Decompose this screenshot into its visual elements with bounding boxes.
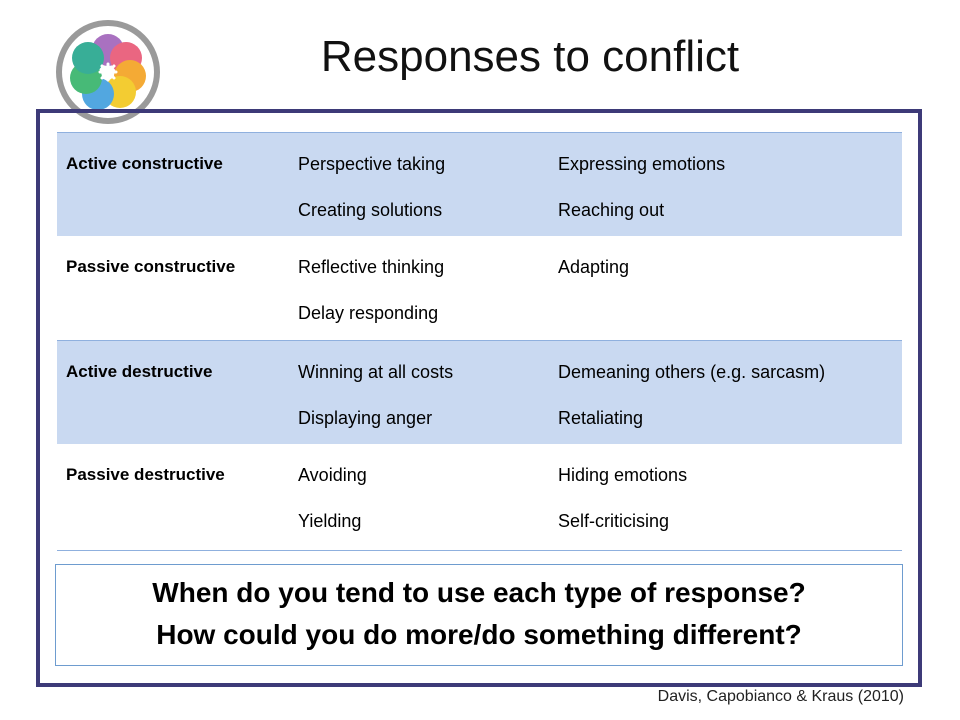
table-cell: Displaying anger — [298, 408, 433, 428]
responses-table: Active constructive Perspective taking C… — [57, 132, 902, 551]
table-cell: Perspective taking — [298, 154, 446, 174]
table-row-active-destructive: Active destructive Winning at all costs … — [57, 340, 902, 444]
category-label: Passive destructive — [66, 465, 225, 484]
table-cell: Retaliating — [558, 408, 644, 428]
table-row-active-constructive: Active constructive Perspective taking C… — [57, 132, 902, 236]
table-cell: Reaching out — [558, 200, 665, 220]
table-cell: Adapting — [558, 257, 630, 277]
table-cell: Self-criticising — [558, 511, 670, 531]
frame-top-border — [36, 109, 922, 113]
table-cell: Yielding — [298, 511, 362, 531]
category-label: Active destructive — [66, 362, 213, 381]
content-frame — [36, 109, 922, 687]
citation: Davis, Capobianco & Kraus (2010) — [657, 688, 904, 705]
table-cell: Avoiding — [298, 465, 367, 485]
table-cell: Winning at all costs — [298, 362, 454, 382]
table-cell: Creating solutions — [298, 200, 443, 220]
question-line-2: How could you do more/do something diffe… — [156, 619, 802, 650]
flower-petals-logo-icon — [56, 20, 160, 124]
question-line-1: When do you tend to use each type of res… — [152, 577, 806, 608]
table-row-passive-constructive: Passive constructive Reflective thinking… — [57, 236, 902, 340]
page-title: Responses to conflict — [320, 32, 740, 81]
category-label: Active constructive — [66, 154, 223, 173]
table-cell: Demeaning others (e.g. sarcasm) — [558, 362, 826, 382]
table-cell: Expressing emotions — [558, 154, 726, 174]
table-cell: Delay responding — [298, 303, 439, 323]
table-row-passive-destructive: Passive destructive Avoiding Yielding Hi… — [57, 444, 902, 551]
table-cell: Hiding emotions — [558, 465, 688, 485]
category-label: Passive constructive — [66, 257, 236, 276]
question-box: When do you tend to use each type of res… — [55, 564, 903, 666]
table-cell: Reflective thinking — [298, 257, 445, 277]
